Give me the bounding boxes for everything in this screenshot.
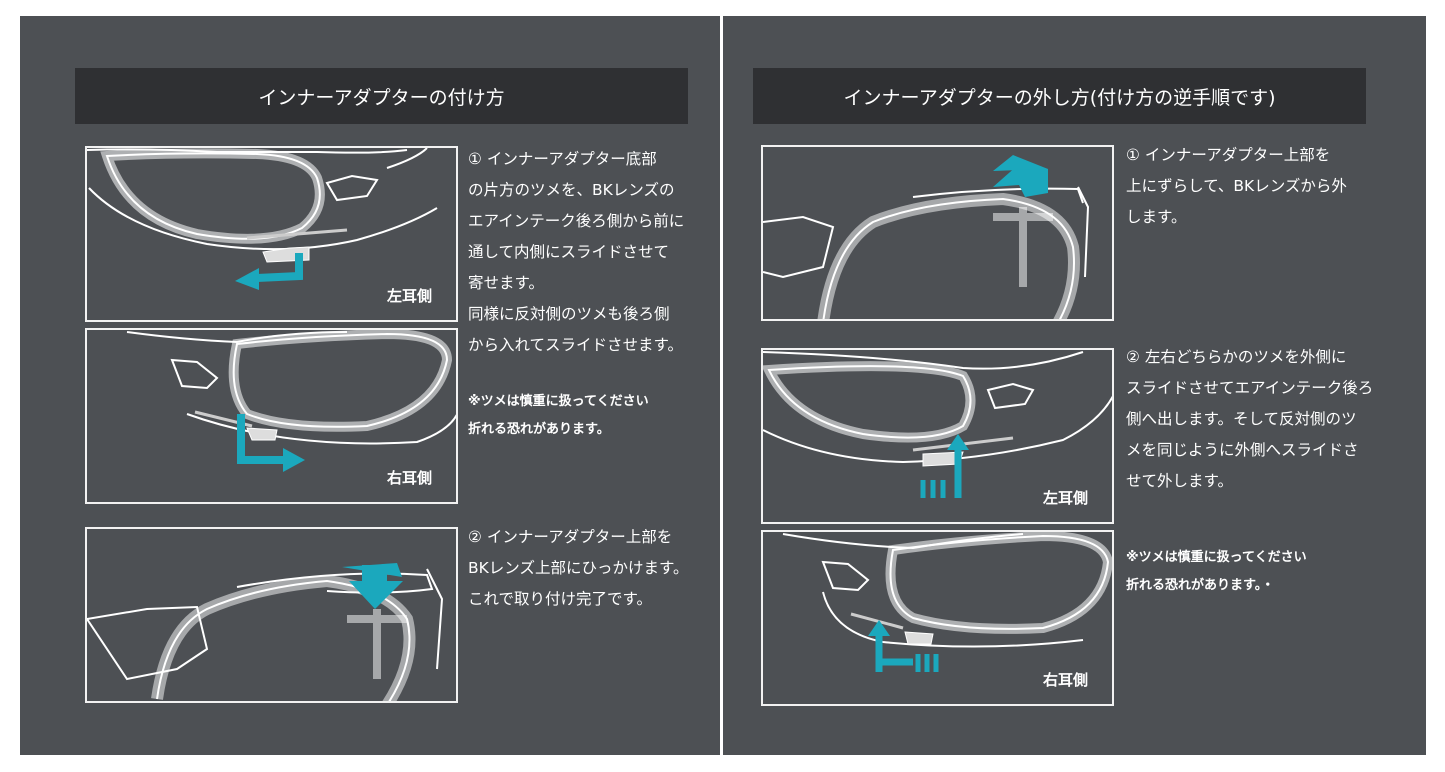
glasses-illustration bbox=[87, 148, 438, 290]
left-panel: インナーアダプターの付け方 左耳側 右耳側 bbox=[20, 16, 720, 755]
figure-attach-left-ear: 左耳側 bbox=[85, 146, 458, 322]
figure-remove-right-ear: 右耳側 bbox=[761, 530, 1114, 706]
figure-remove-top bbox=[761, 145, 1114, 321]
remove-title: インナーアダプターの外し方(付け方の逆手順です) bbox=[753, 68, 1366, 124]
glasses-illustration bbox=[763, 351, 1112, 498]
figure-remove-left-ear: 左耳側 bbox=[761, 348, 1114, 524]
remove-step2-text: ② 左右どちらかのツメを外側に スライドさせてエアインテーク後ろ 側へ出します。… bbox=[1126, 348, 1374, 490]
glasses-illustration bbox=[126, 330, 456, 472]
attach-caution-note: ※ツメは慎重に扱ってください 折れる恐れがあります。 bbox=[468, 394, 649, 437]
glasses-illustration bbox=[87, 563, 444, 701]
left-ear-label: 左耳側 bbox=[386, 287, 432, 305]
glasses-illustration bbox=[782, 532, 1112, 672]
attach-title: インナーアダプターの付け方 bbox=[75, 68, 688, 124]
left-ear-label: 左耳側 bbox=[1042, 489, 1088, 507]
attach-step2-text: ② インナーアダプター上部を BKレンズ上部にひっかけます。 これで取り付け完了… bbox=[468, 528, 689, 608]
attach-step1-text: ① インナーアダプター底部 の片方のツメを、BKレンズの エアインテーク後ろ側か… bbox=[468, 150, 685, 354]
figure-attach-right-ear: 右耳側 bbox=[85, 328, 458, 504]
figure-attach-top bbox=[85, 527, 458, 703]
remove-step1-text: ① インナーアダプター上部を 上にずらして、BKレンズから外 します。 bbox=[1126, 146, 1347, 226]
right-ear-label: 右耳側 bbox=[1042, 671, 1088, 689]
right-ear-label: 右耳側 bbox=[386, 469, 432, 487]
glasses-illustration bbox=[763, 155, 1090, 319]
remove-caution-note: ※ツメは慎重に扱ってください 折れる恐れがあります。・ bbox=[1126, 550, 1307, 593]
right-panel: インナーアダプターの外し方(付け方の逆手順です) 左耳側 bbox=[723, 16, 1426, 755]
